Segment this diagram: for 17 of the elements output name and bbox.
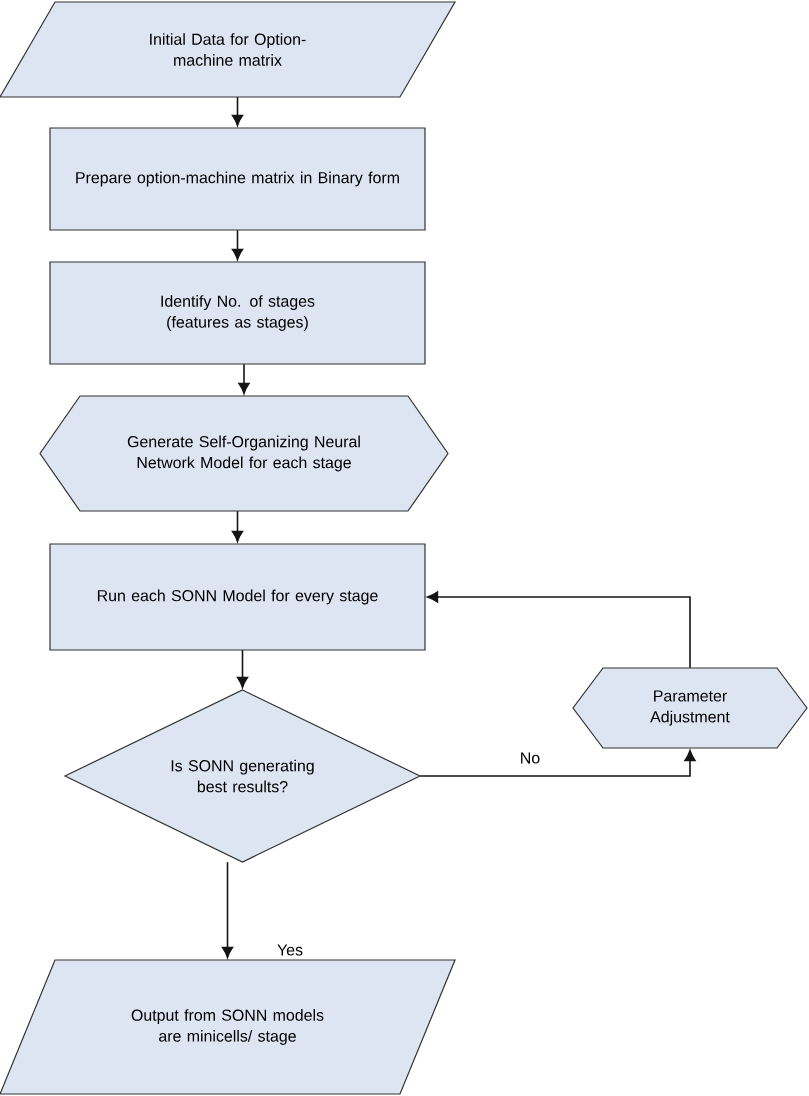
arrow (221, 861, 234, 959)
arrow (231, 229, 244, 261)
preparation-hexagon: Parameter Adjustment (572, 667, 808, 749)
process-box: Prepare option-machine matrix in Binary form (49, 127, 426, 231)
arrow (231, 96, 244, 127)
process-box: Identify No. of stages (features as stages) (49, 261, 426, 365)
preparation-hexagon: Generate Self-Organizing Neural Network Model for each stage (39, 395, 449, 512)
process-box: Run each SONN Model for every stage (49, 543, 426, 651)
arrow (419, 749, 696, 777)
arrow (231, 510, 244, 543)
arrow (426, 591, 691, 669)
data-parallelogram: Initial Data for Option- machine matrix (0, 1, 457, 98)
edge-label: No (518, 751, 542, 765)
edge-label: Yes (276, 943, 304, 957)
data-parallelogram: Output from SONN models are minicells/ stage (0, 959, 456, 1095)
arrow (238, 363, 250, 395)
arrow (236, 649, 249, 689)
